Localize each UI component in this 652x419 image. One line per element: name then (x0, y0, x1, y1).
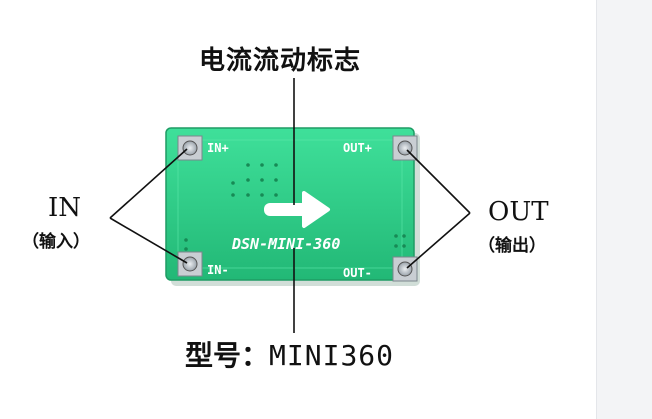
pad-out-minus-label: OUT- (343, 266, 372, 280)
via-dots (184, 163, 406, 251)
model-value: MINI360 (269, 339, 395, 372)
model-prefix: 型号： (185, 339, 270, 372)
output-sublabel: （输出） (478, 236, 546, 256)
input-sublabel: （输入） (22, 232, 90, 252)
side-panel (596, 0, 652, 419)
model-caption: 型号：MINI360 (185, 334, 394, 374)
pad-in-plus (177, 135, 203, 161)
flow-caption: 电流流动标志 (199, 46, 362, 76)
output-label: OUT (488, 197, 549, 227)
board-silkscreen-name: DSN-MINI-360 (231, 235, 340, 253)
pad-out-plus-label: OUT+ (343, 141, 372, 155)
right-arrow-icon (264, 191, 330, 228)
pad-in-minus (177, 251, 203, 277)
pad-in-minus-label: IN- (207, 263, 229, 277)
leader-lines (109, 78, 471, 333)
pad-out-minus (392, 256, 418, 282)
input-label: IN (48, 193, 82, 223)
pad-in-plus-label: IN+ (207, 141, 229, 155)
